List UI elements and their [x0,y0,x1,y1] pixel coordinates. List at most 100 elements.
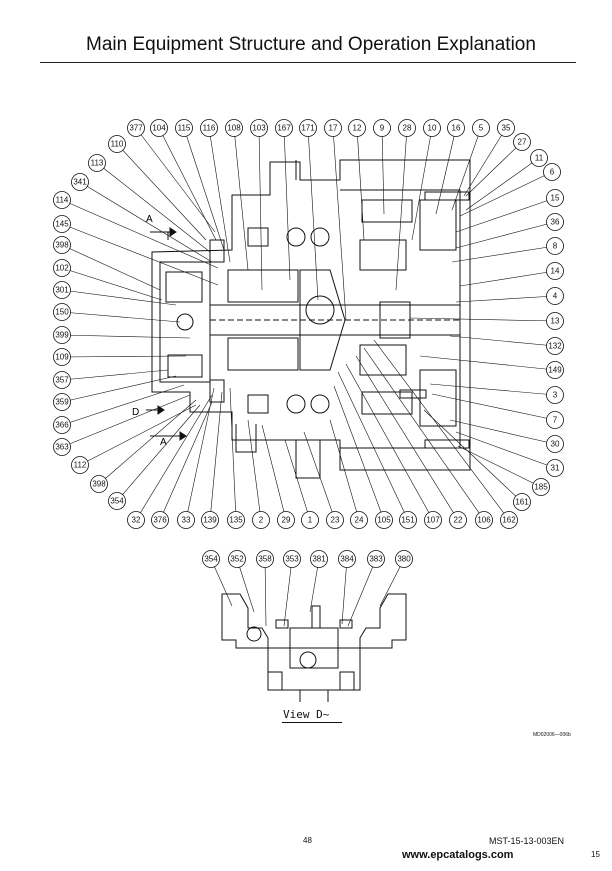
leader-line-bottom-0 [98,399,197,485]
callout-right-13: 13 [546,312,564,330]
callout-bubble [310,550,328,568]
leader-line-left-0 [116,143,207,241]
callout-number: 149 [548,366,562,375]
callout-bubble [546,411,564,429]
callout-bubble [532,478,550,496]
callout-right-3: 3 [546,386,564,404]
callout-bubble [53,259,71,277]
callout-number: 139 [203,516,217,525]
callout-number: 105 [377,516,391,525]
callout-bubble [301,511,319,529]
leader-line-right-14 [455,431,556,469]
callout-number: 301 [55,286,69,295]
callout-bubble [53,348,71,366]
callout-bubble [150,119,168,137]
callout-bottom-33: 33 [177,511,195,529]
callout-bubble [375,511,393,529]
callout-number: 132 [548,342,562,351]
callout-number: 359 [55,398,69,407]
callout-view-381: 381 [310,550,328,568]
callout-bubble [543,163,561,181]
callout-right-4: 4 [546,287,564,305]
callout-bubble [108,135,126,153]
leader-line-bottom-7 [247,419,262,521]
callout-bubble [275,119,293,137]
callout-number: 398 [92,480,106,489]
callout-number: 14 [551,267,560,276]
leader-line-top-5 [258,127,263,291]
callout-number: 380 [397,555,411,564]
leader-line-bottom-1 [116,404,201,502]
callout-number: 116 [203,124,216,133]
leader-line-right-10 [419,355,556,371]
leader-line-right-1 [465,157,540,211]
leader-line-top-13 [435,127,457,215]
callout-number: 2 [259,516,264,525]
callout-number: 358 [258,555,272,564]
callout-bubble [497,119,515,137]
leader-line-top-8 [332,127,347,321]
callout-right-11: 11 [530,149,548,167]
callout-number: 341 [73,178,87,187]
callout-bubble [530,149,548,167]
callout-bubble [546,459,564,477]
callout-number: 10 [428,124,437,133]
callout-number: 27 [518,138,527,147]
callout-view-383: 383 [367,550,385,568]
callout-bubble [299,119,317,137]
callout-bubble [348,119,366,137]
callout-top-10: 10 [423,119,441,137]
callout-top-16: 16 [447,119,465,137]
callout-bottom-398: 398 [90,475,108,493]
view-d-drawing [221,593,407,702]
callout-bubble [513,493,531,511]
callout-number: 17 [329,124,338,133]
callout-number: 106 [477,516,491,525]
leader-line-left-5 [61,244,161,291]
callout-number: 3 [553,391,558,400]
leader-line-bottom-16 [363,347,485,521]
leader-line-right-12 [431,393,556,421]
callout-bubble [546,287,564,305]
callout-number: 377 [129,124,143,133]
callout-bubble [200,119,218,137]
callout-number: 8 [553,242,558,251]
callout-bottom-29: 29 [277,511,295,529]
callout-left-114: 114 [53,191,71,209]
callout-bubble [53,393,71,411]
leader-line-bottom-5 [209,391,223,521]
callout-bubble [367,550,385,568]
leader-line-top-2 [183,127,225,251]
callout-bubble [475,511,493,529]
callout-bubble [177,511,195,529]
callout-bottom-139: 139 [201,511,219,529]
leader-line-top-12 [411,127,433,241]
callout-number: 36 [551,218,560,227]
leader-line-top-0 [135,127,216,233]
callout-number: 399 [55,331,69,340]
callout-view-353: 353 [283,550,301,568]
callout-bubble [546,237,564,255]
leader-line-left-14 [61,394,191,448]
leader-line-left-12 [61,375,177,403]
leader-line-bottom-10 [303,431,336,521]
watermark-link[interactable]: www.epcatalogs.com [402,849,514,861]
callout-top-377: 377 [127,119,145,137]
page-number: 48 [303,836,312,845]
callout-bottom-354: 354 [108,492,126,510]
leader-line-left-11 [61,369,169,381]
callout-bubble [53,191,71,209]
callout-view-358: 358 [256,550,274,568]
callout-number: 384 [340,555,354,564]
callout-left-112: 112 [71,456,89,474]
callout-left-341: 341 [71,173,89,191]
callout-number: 381 [312,555,326,564]
callout-bubble [546,435,564,453]
callout-bubble [324,119,342,137]
callout-right-15: 15 [546,189,564,207]
callout-number: 151 [401,516,415,525]
leader-line-bottom-8 [261,424,287,521]
callout-bottom-22: 22 [449,511,467,529]
callout-bubble [90,475,108,493]
